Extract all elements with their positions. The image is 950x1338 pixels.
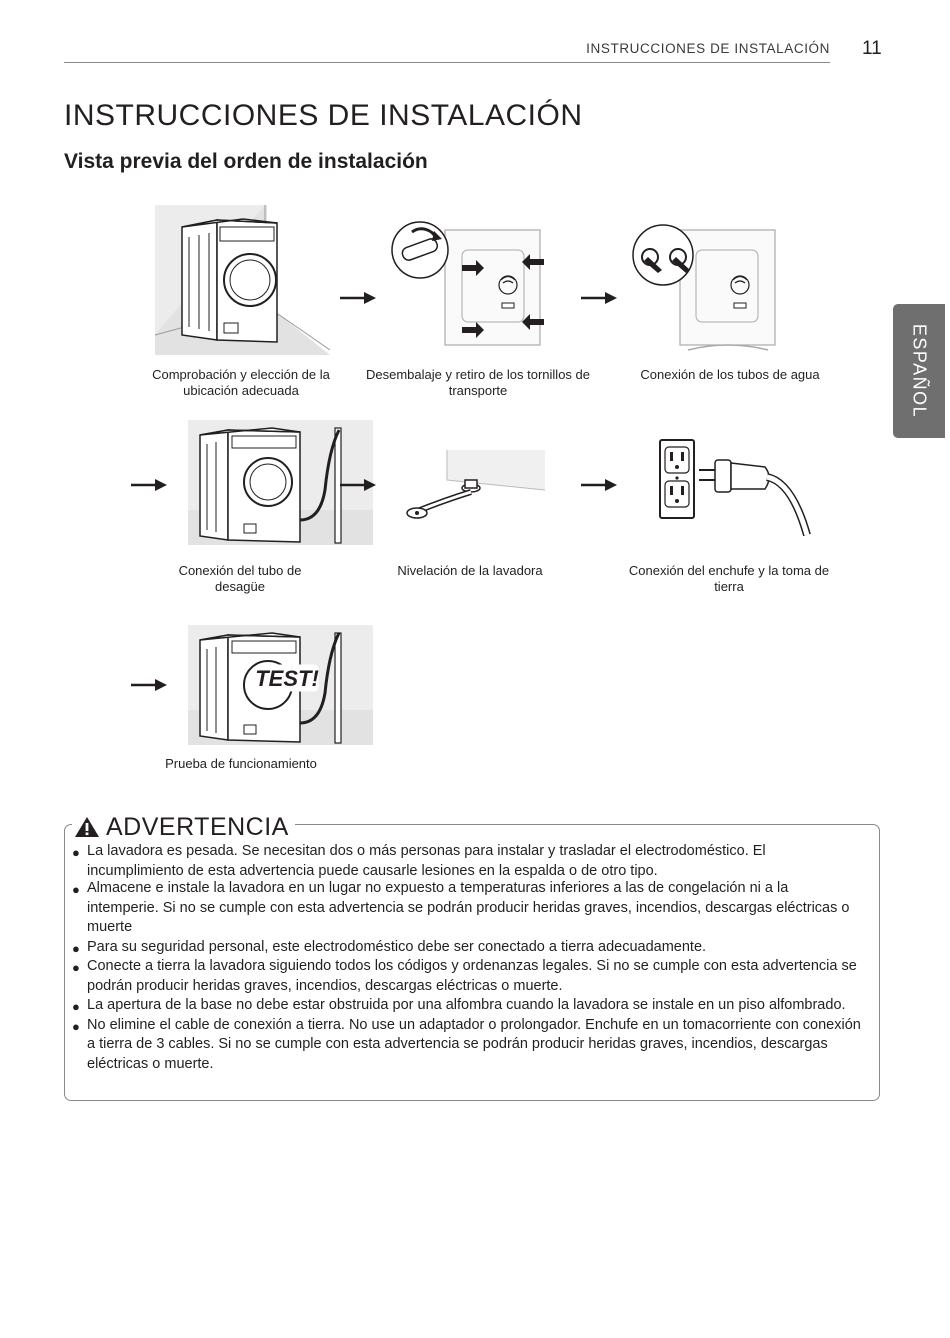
- arrow-right-icon: [340, 479, 376, 491]
- leveling-feet-illustration: [406, 450, 545, 519]
- test-badge: TEST!: [255, 666, 319, 691]
- step-caption-transport-bolts: Desembalaje y retiro de los tornillos de…: [366, 367, 590, 398]
- page-number: 11: [862, 38, 882, 59]
- language-tab: ESPAÑOL: [893, 304, 945, 438]
- warning-triangle-icon: [75, 817, 99, 837]
- step-caption-drain-hose: Conexión del tubo de desagüe: [178, 563, 302, 594]
- warning-list: ●La lavadora es pesada. Se necesitan dos…: [72, 842, 862, 1074]
- arrow-right-icon: [581, 292, 617, 304]
- arrow-right-icon: [131, 479, 167, 491]
- step-caption-test: Prueba de funcionamiento: [165, 756, 317, 771]
- water-hoses-illustration: [632, 224, 776, 351]
- warning-item: ●La lavadora es pesada. Se necesitan dos…: [72, 843, 766, 879]
- washer-location-illustration: [155, 205, 330, 355]
- running-header: INSTRUCCIONES DE INSTALACIÓN: [64, 38, 830, 63]
- page-title: INSTRUCCIONES DE INSTALACIÓN: [64, 99, 583, 132]
- step-caption-plug: Conexión del enchufe y la toma de tierra: [628, 563, 830, 594]
- transport-bolts-illustration: [391, 221, 544, 346]
- drain-hose-illustration: [188, 420, 373, 545]
- warning-item: ●Conecte a tierra la lavadora siguiendo …: [72, 958, 857, 994]
- warning-item: ●Para su seguridad personal, este electr…: [72, 938, 707, 956]
- warning-item: ●No elimine el cable de conexión a tierr…: [72, 1016, 861, 1072]
- warning-item: ●Almacene e instale la lavadora en un lu…: [72, 880, 850, 935]
- running-header-title: INSTRUCCIONES DE INSTALACIÓN: [586, 41, 830, 56]
- arrow-right-icon: [131, 679, 167, 691]
- plug-ground-illustration: [659, 439, 811, 537]
- step-caption-water-hoses: Conexión de los tubos de agua: [640, 367, 820, 382]
- step-caption-leveling: Nivelación de la lavadora: [397, 563, 543, 578]
- warning-header: ADVERTENCIA: [72, 812, 295, 842]
- warning-title: ADVERTENCIA: [106, 812, 289, 841]
- section-title: Vista previa del orden de instalación: [64, 150, 428, 173]
- warning-box: [64, 824, 880, 1101]
- warning-item: ●La apertura de la base no debe estar ob…: [72, 997, 846, 1014]
- arrow-right-icon: [340, 292, 376, 304]
- test-run-illustration: TEST!: [188, 625, 373, 745]
- language-tab-label: ESPAÑOL: [909, 323, 930, 419]
- step-caption-location: Comprobación y elección de la ubicación …: [152, 367, 330, 398]
- arrow-right-icon: [581, 479, 617, 491]
